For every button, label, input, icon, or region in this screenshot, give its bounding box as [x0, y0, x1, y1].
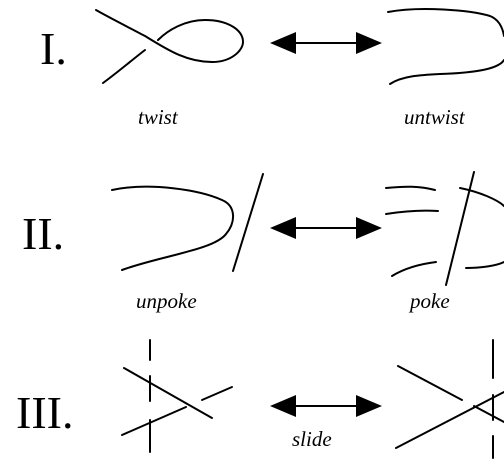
unpoke-caption: unpoke — [136, 289, 197, 313]
twist-strand — [95, 9, 244, 84]
move-3-numeral: III. — [16, 387, 73, 438]
move-1-numeral: I. — [40, 23, 67, 74]
slide-caption: slide — [292, 427, 332, 451]
poke-strands — [385, 171, 504, 286]
untwist-caption: untwist — [404, 105, 466, 129]
twist-caption: twist — [138, 105, 179, 129]
move-1: I. twist untwist — [40, 8, 504, 129]
untwist-strand — [387, 8, 504, 85]
poke-caption: poke — [408, 289, 450, 313]
move-2-arrow — [270, 217, 382, 239]
move-3: III. slide — [16, 339, 504, 459]
unpoke-strands — [111, 173, 264, 272]
move-1-arrow — [270, 32, 382, 54]
move-2-numeral: II. — [22, 208, 64, 259]
move-2: II. unpoke poke — [22, 171, 504, 313]
move-3-arrow — [270, 395, 382, 417]
slide-left-strands — [121, 339, 233, 453]
slide-right-strands — [395, 339, 504, 459]
